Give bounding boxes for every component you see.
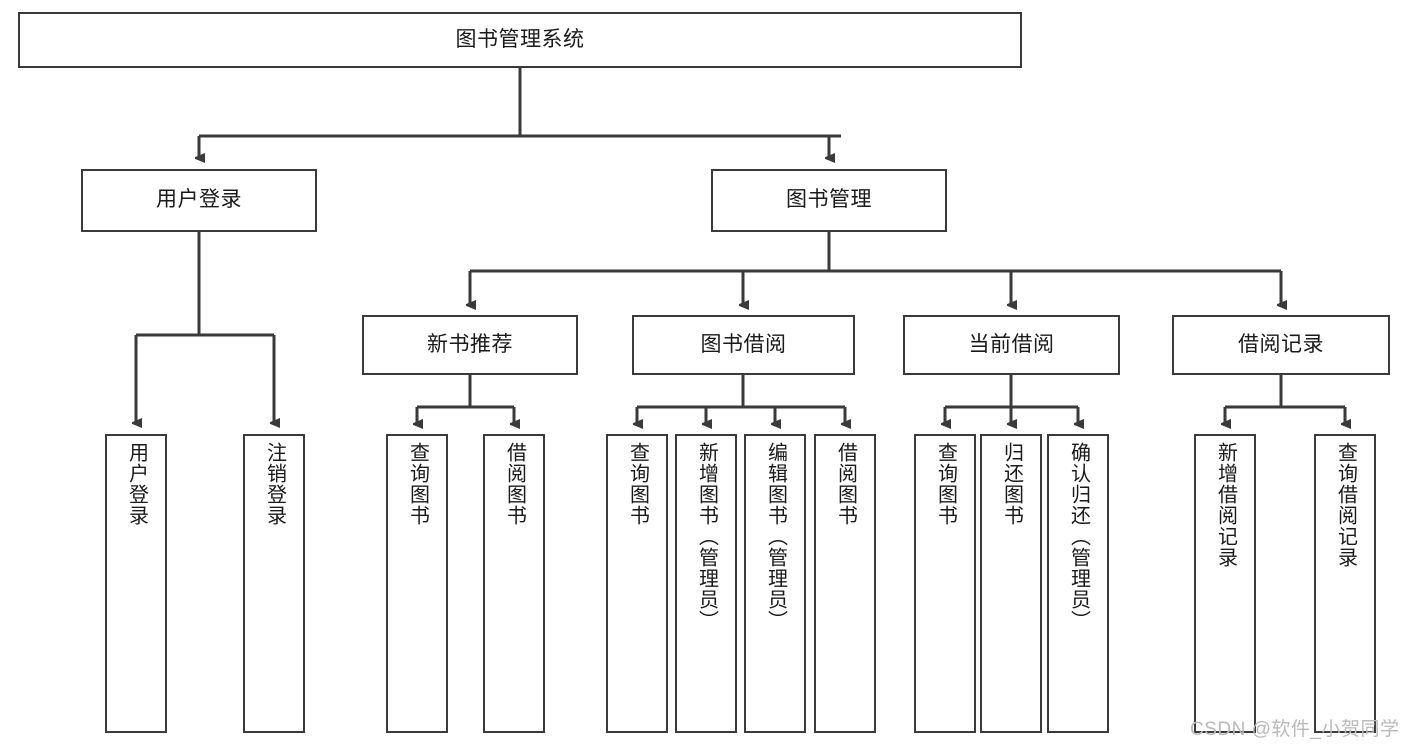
leaf-user-login-logout[interactable]: 注销登录	[243, 434, 305, 733]
node-label: 用户登录	[125, 442, 148, 526]
node-label: 确认归还（管理员）	[1067, 442, 1090, 631]
leaf-current-query-book[interactable]: 查询图书	[914, 434, 976, 733]
node-label: 借阅图书	[834, 442, 857, 526]
leaf-record-add-record[interactable]: 新增借阅记录	[1194, 434, 1256, 733]
node-label: 新增图书（管理员）	[695, 442, 718, 631]
node-label: 当前借阅	[968, 332, 1055, 356]
node-label: 归还图书	[1000, 442, 1023, 526]
node-label: 新增借阅记录	[1214, 442, 1237, 568]
node-root-book-management-system[interactable]: 图书管理系统	[18, 12, 1022, 68]
node-label: 查询借阅记录	[1334, 442, 1357, 568]
leaf-new-book-borrow[interactable]: 借阅图书	[483, 434, 545, 733]
node-user-login[interactable]: 用户登录	[81, 169, 317, 232]
node-label: 图书管理	[786, 188, 872, 212]
node-borrow-record[interactable]: 借阅记录	[1172, 315, 1390, 375]
node-book-borrow[interactable]: 图书借阅	[632, 315, 855, 375]
node-label: 用户登录	[156, 188, 242, 212]
leaf-borrow-borrow-book[interactable]: 借阅图书	[814, 434, 876, 733]
leaf-borrow-edit-book-admin[interactable]: 编辑图书（管理员）	[744, 434, 806, 733]
node-label: 查询图书	[626, 442, 649, 526]
node-current-borrow[interactable]: 当前借阅	[903, 315, 1120, 375]
node-label: 借阅图书	[503, 442, 526, 526]
leaf-record-query-record[interactable]: 查询借阅记录	[1314, 434, 1376, 733]
node-new-book-recommend[interactable]: 新书推荐	[362, 315, 578, 375]
node-label: 编辑图书（管理员）	[764, 442, 787, 631]
node-label: 查询图书	[406, 442, 429, 526]
csdn-watermark: CSDN @软件_小贺同学	[1190, 719, 1400, 740]
leaf-new-book-query[interactable]: 查询图书	[386, 434, 448, 733]
node-label: 注销登录	[263, 442, 286, 526]
leaf-borrow-add-book-admin[interactable]: 新增图书（管理员）	[675, 434, 737, 733]
node-label: 新书推荐	[427, 332, 513, 356]
leaf-user-login-login[interactable]: 用户登录	[105, 434, 167, 733]
node-label: 图书管理系统	[455, 27, 585, 51]
leaf-current-confirm-return-admin[interactable]: 确认归还（管理员）	[1047, 434, 1109, 733]
leaf-borrow-query-book[interactable]: 查询图书	[606, 434, 668, 733]
node-label: 查询图书	[934, 442, 957, 526]
node-label: 借阅记录	[1238, 332, 1324, 356]
node-book-management[interactable]: 图书管理	[711, 169, 947, 232]
leaf-current-return-book[interactable]: 归还图书	[980, 434, 1042, 733]
node-label: 图书借阅	[700, 332, 787, 356]
